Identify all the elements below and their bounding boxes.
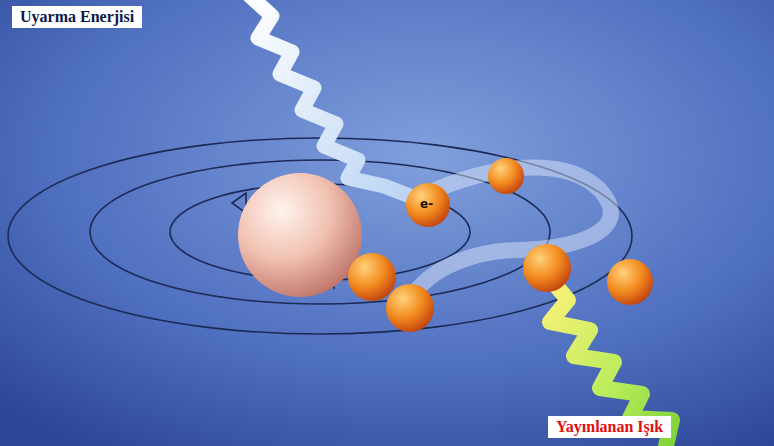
electron-symbol: e-: [420, 197, 433, 211]
emitted-light-label: Yayınlanan Işık: [548, 416, 671, 438]
excitation-energy-label: Uyarma Enerjisi: [12, 6, 142, 28]
